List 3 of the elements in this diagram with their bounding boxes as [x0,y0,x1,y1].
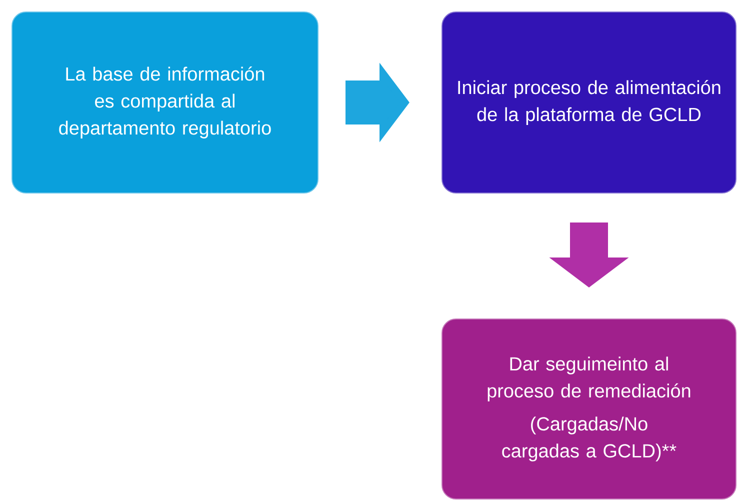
process-box: Iniciar proceso de alimentación de la plataforma de GCLD [442,12,736,194]
process-box: Dar seguimeinto al proceso de remediación (Cargadas/No cargadas a GCLD)** [442,318,736,500]
process-box: La base de información es compartida al departamento regulatorio [12,12,318,194]
